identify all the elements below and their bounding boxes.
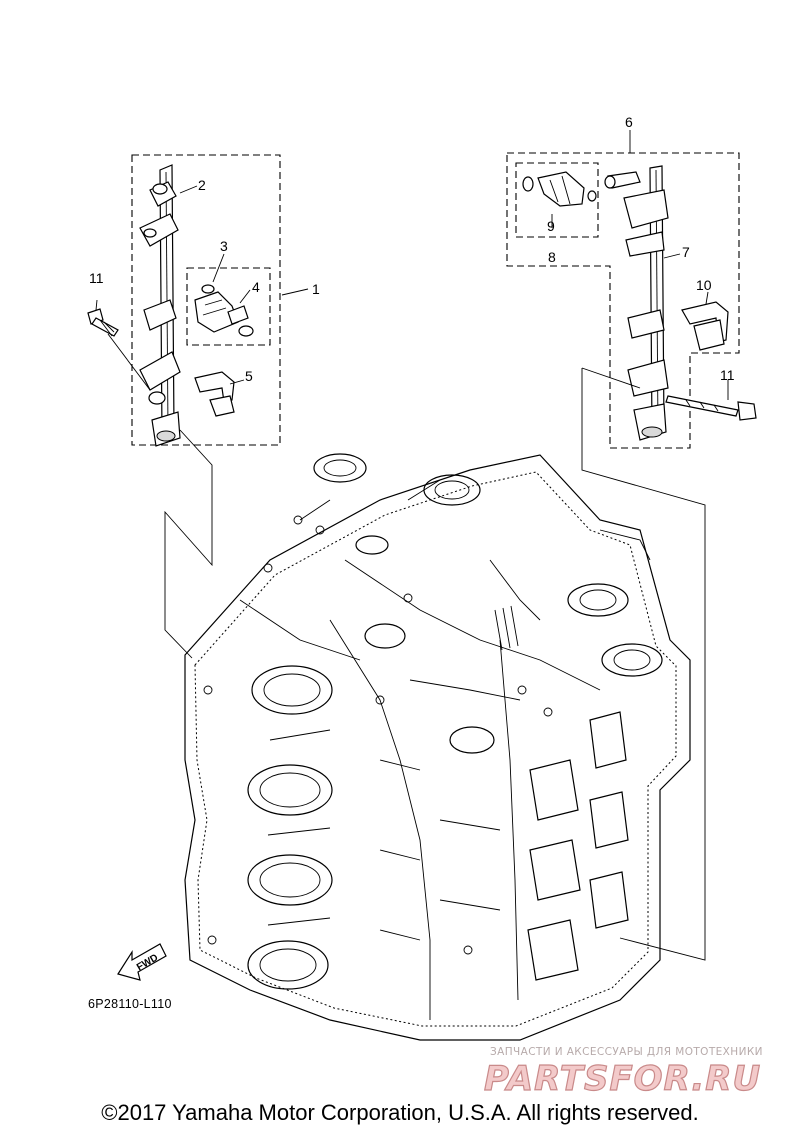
callout-8: 8	[548, 249, 556, 265]
callout-10: 10	[696, 277, 712, 293]
right-fuel-rail-assembly	[506, 130, 757, 449]
watermark-logo: PARTSFOR.RU	[484, 1059, 761, 1099]
assembly-connector-lines	[164, 368, 706, 961]
callout-11-right: 11	[720, 367, 735, 383]
callout-7: 7	[682, 244, 690, 260]
watermark: ЗАПЧАСТИ И АКСЕССУАРЫ ДЛЯ МОТОТЕХНИКИ PA…	[483, 1046, 763, 1100]
callout-labels: 1 2 3 4 5 6 7 8 9 10 11 11	[89, 114, 735, 384]
left-fuel-rail-assembly	[87, 154, 309, 447]
callout-1: 1	[312, 281, 320, 297]
callout-2: 2	[198, 177, 206, 193]
engine-block	[184, 453, 691, 1041]
watermark-tagline: ЗАПЧАСТИ И АКСЕССУАРЫ ДЛЯ МОТОТЕХНИКИ	[490, 1046, 763, 1058]
callout-5: 5	[245, 368, 253, 384]
copyright-notice: ©2017 Yamaha Motor Corporation, U.S.A. A…	[101, 1100, 699, 1125]
callout-3: 3	[220, 238, 228, 254]
fwd-arrow-icon: FWD	[117, 943, 167, 981]
callout-11-left: 11	[89, 270, 104, 286]
callout-4: 4	[252, 279, 260, 295]
callout-6: 6	[625, 114, 633, 130]
callout-9: 9	[547, 218, 555, 234]
diagram-code: 6P28110-L110	[88, 997, 172, 1011]
